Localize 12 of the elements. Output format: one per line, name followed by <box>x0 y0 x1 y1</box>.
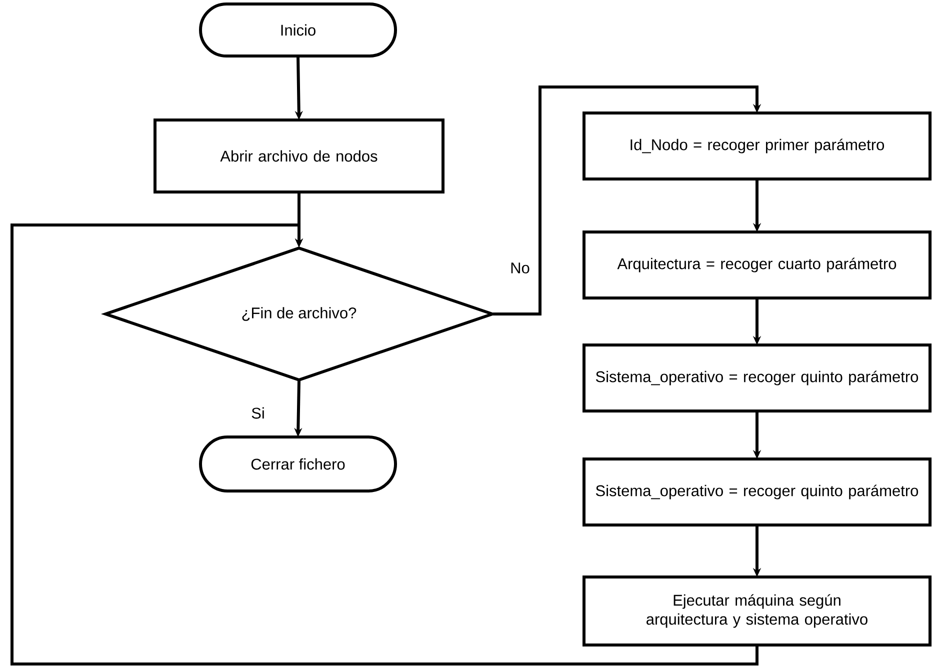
process-box: Sistema_operativo = recoger quinto parámetro <box>582 458 932 526</box>
process-box: Abrir archivo de nodos <box>154 118 444 194</box>
arrow <box>493 86 762 316</box>
edge-label: Si <box>250 406 266 420</box>
terminal-box: Cerrar fichero <box>199 436 397 492</box>
arrow <box>10 224 758 666</box>
process-box: Arquitectura = recoger cuarto parámetro <box>582 230 932 300</box>
edge-label: No <box>509 262 531 274</box>
process-box: Ejecutar máquina según arquitectura y sistema operativo <box>582 576 932 646</box>
process-box: Id_Nodo = recoger primer parámetro <box>582 112 932 180</box>
process-box: Sistema_operativo = recoger quinto parámetro <box>582 344 932 412</box>
terminal-box: Inicio <box>199 2 397 58</box>
